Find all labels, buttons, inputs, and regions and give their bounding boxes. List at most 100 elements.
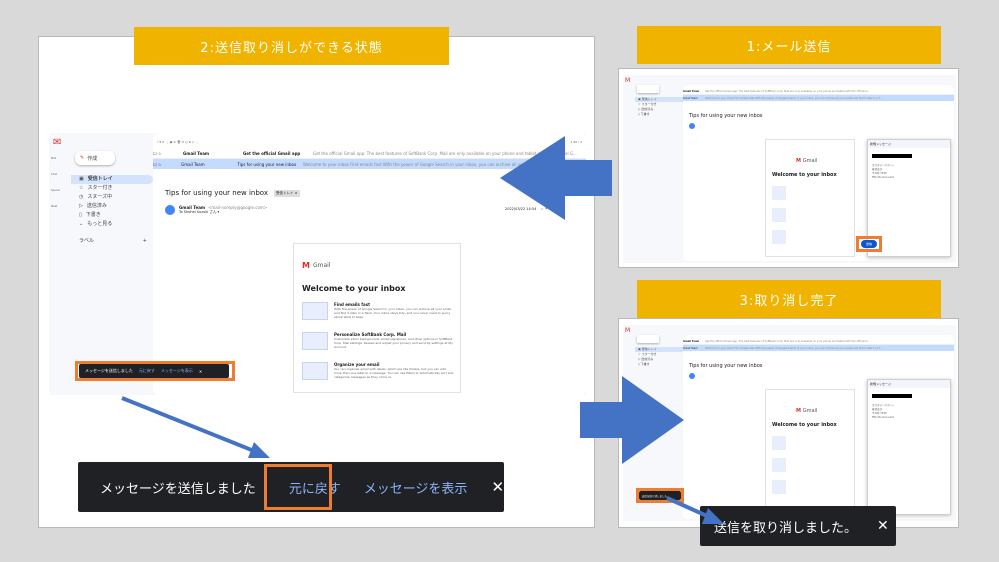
close-icon[interactable]: ✕ — [877, 518, 889, 534]
send-icon: ▷ — [79, 203, 83, 209]
nav-starred[interactable]: ☆スター付き — [71, 184, 153, 193]
nav-label: 下書き — [640, 112, 650, 116]
snackbar-undo[interactable]: 元に戻す — [138, 368, 155, 373]
gmail-m-icon: M Gmail — [796, 408, 818, 414]
inbox-row[interactable]: Gmail Team Get the official Gmail app: T… — [683, 89, 954, 95]
labels-heading: ラベル+ — [71, 237, 153, 246]
rail-chat[interactable]: Chat — [51, 173, 57, 176]
email-body-card: M Gmail Welcome to your inbox — [765, 389, 855, 515]
snackbar-message: 送信を取り消しました。 — [714, 520, 858, 536]
signature-line: TEL:03-xxxx-xxxx — [872, 416, 895, 419]
compose-button[interactable] — [637, 85, 659, 93]
to-line[interactable]: To Shohei Suzuki さん ▾ — [179, 210, 220, 214]
feature-illustration — [302, 362, 328, 380]
zoomed-undone-snackbar: 送信を取り消しました。 ✕ — [700, 506, 896, 546]
add-label-icon[interactable]: + — [142, 238, 147, 244]
inbox-row[interactable]: ☐ ☆ Gmail Team Get the official Gmail ap… — [153, 149, 586, 159]
inbox-row[interactable]: ☐ ☆ Gmail Team Tips for using your new i… — [153, 159, 586, 169]
nav-drafts[interactable]: ▯下書き — [71, 211, 153, 220]
snackbar-view[interactable]: メッセージを表示 — [160, 368, 193, 373]
zoomed-snackbar: メッセージを送信しました 元に戻す メッセージを表示 ✕ — [78, 462, 504, 512]
nav-inbox[interactable]: ▣ 受信トレイ — [635, 347, 683, 352]
logo-text: Gmail — [802, 158, 818, 164]
inbox-row[interactable]: Gmail Team Get the official Gmail app: T… — [683, 339, 954, 345]
row-snippet: Get the official Gmail app: The best fea… — [313, 151, 577, 156]
signature-line: カスタマーサポート — [872, 404, 895, 407]
row-checkbox[interactable]: ☐ ☆ — [153, 151, 162, 156]
nav-drafts[interactable]: ▯ 下書き — [638, 362, 650, 366]
gmail-logo-icon[interactable]: ✉ — [53, 137, 62, 148]
snackbar-message: メッセージを送信しました — [85, 368, 133, 373]
welcome-heading: Welcome to your inbox — [772, 422, 837, 428]
feature-title: Organize your email — [334, 362, 380, 367]
nav-inbox[interactable]: ▣ 受信トレイ — [635, 97, 683, 102]
rail-mail[interactable]: Mail — [51, 157, 57, 160]
welcome-heading: Welcome to your inbox — [772, 172, 837, 178]
compose-title: 新規メッセージ — [868, 380, 950, 388]
nav-label: 受信トレイ — [641, 347, 657, 351]
nav-label: 下書き — [640, 362, 650, 366]
highlight-send — [856, 236, 882, 252]
feature-thumbs — [772, 186, 786, 246]
nav-label: スター付き — [641, 102, 657, 106]
avatar — [689, 123, 695, 129]
feature-body: You can organize email with labels, whic… — [334, 367, 454, 379]
email-title: Tips for using your new inbox — [165, 189, 268, 197]
welcome-heading: Welcome to your inbox — [302, 284, 406, 293]
nav-starred[interactable]: ☆ スター付き — [638, 102, 657, 106]
close-icon[interactable]: ✕ — [491, 478, 505, 496]
signature-line: 株式会社 — [872, 408, 883, 411]
rail-spaces[interactable]: Spaces — [51, 189, 60, 192]
nav-starred[interactable]: ☆ スター付き — [638, 352, 657, 356]
app-rail: M — [623, 75, 635, 263]
row-sender: Gmail Team — [181, 161, 205, 167]
row-snippet: Welcome to your inbox Find emails fast W… — [705, 96, 882, 100]
gmail-logo-icon[interactable]: M — [625, 327, 631, 334]
view-message-link[interactable]: メッセージを表示 — [363, 481, 468, 497]
signature-line: 〒105-7529 — [872, 412, 887, 415]
nav-sent[interactable]: ▷送信済み — [71, 202, 153, 211]
snackbar-close[interactable]: ✕ — [198, 368, 203, 374]
highlight-small-undone — [636, 488, 684, 503]
compose-button[interactable] — [637, 335, 659, 343]
signature-line: 〒105-7529 — [872, 172, 887, 175]
row-checkbox[interactable]: ☐ ☆ — [153, 161, 162, 167]
snackbar-message: 送信を取り消しました。 — [642, 494, 670, 498]
rail-meet[interactable]: Meet — [51, 205, 58, 208]
feature-title: Find emails fast — [334, 302, 371, 307]
row-sender: Gmail Team — [683, 96, 698, 100]
toolbar-icons[interactable]: ☐▾ ⟳ ⋮ ▣ ⊘ 🗑 ✉ ◷ ⊕ ▷ ⋮ — [157, 140, 199, 144]
feature-illustration — [302, 332, 328, 350]
nav-sent[interactable]: ▷ 送信済み — [638, 107, 654, 111]
gmail-logo-icon[interactable]: M — [625, 77, 631, 84]
nav-label: スター付き — [641, 352, 657, 356]
inbox-row[interactable]: Gmail Team Welcome to your inbox Find em… — [683, 345, 954, 351]
logo-text: Gmail — [312, 261, 331, 269]
undo-button[interactable]: 元に戻す — [288, 481, 341, 497]
star-icon[interactable]: ☆ ↰ ⋮ — [540, 207, 553, 211]
inbox-badge[interactable]: 受信トレイ × — [274, 189, 300, 197]
compose-button[interactable]: ✎ 作成 — [75, 151, 115, 165]
signature-bar — [872, 154, 912, 158]
feature-title: Personalize SoftBank Corp. Mail — [334, 332, 407, 337]
nav-snoozed[interactable]: ◷スヌーズ中 — [71, 193, 153, 202]
email-header: Tips for using your new inbox 受信トレイ × — [165, 187, 575, 199]
nav-pane: ▣ 受信トレイ ☆ スター付き ▷ 送信済み ▯ 下書き — [635, 75, 683, 263]
row-sender: Gmail Team — [683, 90, 700, 93]
arrow-zoom-left-head — [248, 442, 270, 458]
main-pane: Gmail Team Get the official Gmail app: T… — [683, 85, 954, 261]
row-snippet: Get the official Gmail app: The best fea… — [705, 340, 870, 343]
nav-more[interactable]: ⌄もっと見る — [71, 220, 153, 229]
gmail-logo: M Gmail — [302, 260, 330, 270]
nav-inbox[interactable]: ▣受信トレイ — [71, 175, 153, 184]
send-button[interactable]: 送信 — [861, 240, 877, 248]
feature-body: Customize inbox backgrounds, email signa… — [334, 337, 453, 349]
inbox-row[interactable]: Gmail Team Welcome to your inbox Find em… — [683, 95, 954, 101]
avatar — [165, 205, 175, 215]
arrow-zoom-right-head — [702, 508, 724, 524]
nav-drafts[interactable]: ▯ 下書き — [638, 112, 650, 116]
nav-sent[interactable]: ▷ 送信済み — [638, 357, 654, 361]
nav-label: スター付き — [87, 185, 113, 191]
toolbar: ☐▾ ⟳ ⋮ ▣ ⊘ 🗑 ✉ ◷ ⊕ ▷ ⋮ 1-50 / 2 — [157, 138, 582, 146]
